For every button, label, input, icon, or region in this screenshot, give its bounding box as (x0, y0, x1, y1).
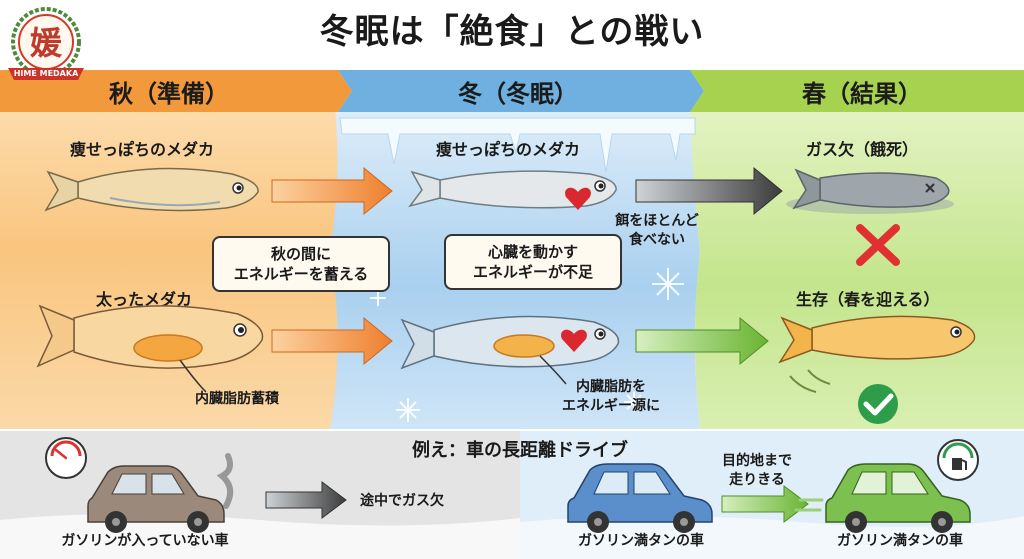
car-full-blue (567, 463, 713, 533)
arrow-fat-autumn-winter (271, 316, 393, 366)
fuel-pump-full-icon (937, 439, 979, 481)
fat-fish-winter (400, 315, 620, 385)
label-survive: 生存（春を迎える） (796, 290, 940, 309)
starved-fish (786, 168, 954, 214)
logo-caption: HIME MEDAKA (13, 69, 79, 78)
arrow-fat-winter-spring (635, 316, 769, 366)
column-header-autumn: 秋（準備） (109, 80, 229, 108)
thin-fish-autumn (44, 167, 259, 212)
column-header-spring: 春（結果） (802, 80, 922, 108)
cross-icon (856, 224, 900, 266)
arrow-thin-winter-spring (635, 166, 783, 216)
brand-logo: 媛 HIME MEDAKA (6, 4, 86, 90)
car-empty-label: ガソリンが入っていない車 (61, 533, 229, 549)
snowflake-icon (370, 268, 684, 422)
car-full-green-label: ガソリン満タンの車 (837, 533, 963, 549)
car-empty (87, 453, 234, 533)
arrow-label-reach-destination: 目的地まで 走りきる (722, 453, 792, 488)
analogy-title: 例え：車の長距離ドライブ (412, 440, 628, 461)
label-thin-autumn: 痩せっぽちのメダカ (70, 140, 215, 159)
note-visceral-fat-accumulation: 内臓脂肪蓄積 (195, 391, 279, 407)
heart-icon (561, 329, 587, 352)
car-empty-result: 途中でガス欠 (360, 493, 444, 509)
fat-fish-autumn (36, 304, 264, 393)
fuel-gauge-empty-icon (45, 437, 87, 479)
car-full-blue-label: ガソリン満タンの車 (578, 533, 704, 549)
check-icon (858, 384, 898, 424)
arrow-car-to-destination (721, 485, 809, 523)
page-title: 冬眠は「絶食」との戦い (319, 12, 705, 52)
bubble-energy-shortage: 心臓を動かす エネルギーが不足 (444, 234, 622, 290)
logo-emblem (8, 7, 84, 80)
column-header-winter: 冬（冬眠） (458, 80, 578, 108)
label-thin-winter: 痩せっぽちのメダカ (436, 140, 581, 159)
label-fat-autumn: 太ったメダカ (96, 290, 193, 309)
logo-character: 媛 (29, 24, 62, 62)
car-full-green (794, 463, 971, 533)
healthy-fish-spring (778, 315, 976, 393)
bubble-store-energy: 秋の間に エネルギーを蓄える (212, 236, 390, 292)
label-starved: ガス欠（餓死） (806, 140, 919, 159)
note-fat-as-energy: 内臓脂肪を エネルギー源に (562, 379, 660, 414)
note-hardly-eat: 餌をほとんど 食べない (615, 213, 699, 248)
arrow-thin-autumn-winter (271, 166, 393, 216)
arrow-car-to-empty (265, 481, 347, 519)
heart-icon (565, 187, 591, 210)
